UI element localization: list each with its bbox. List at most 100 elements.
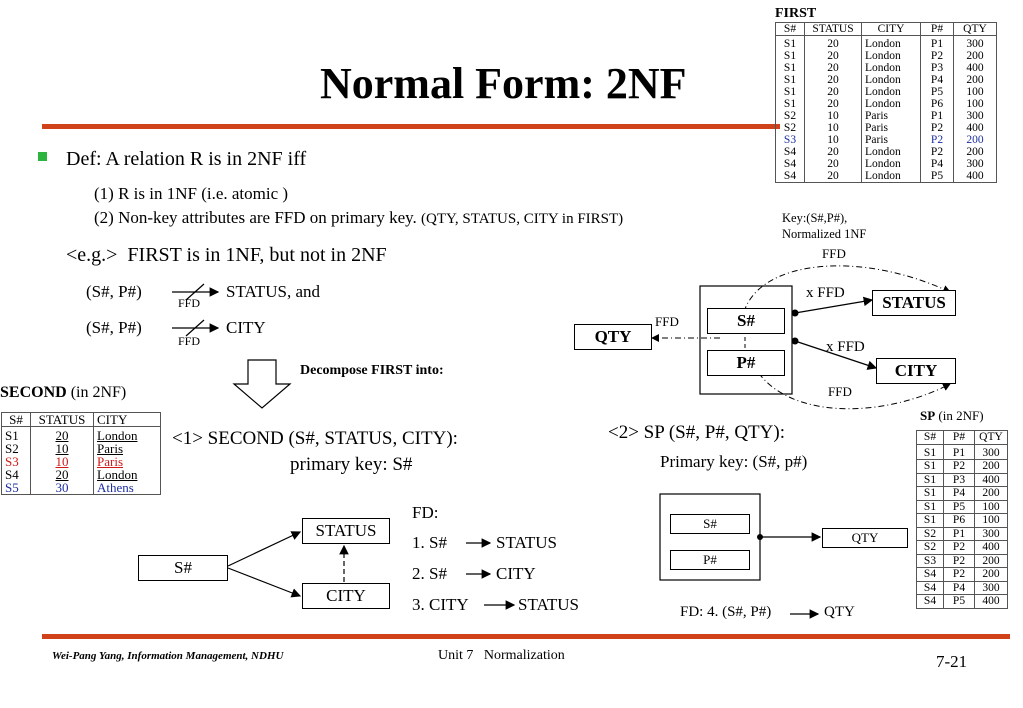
fd-left-1: (S#, P#)	[86, 282, 142, 301]
page-number: 7-21	[936, 652, 968, 671]
table-cell: S1	[916, 444, 944, 460]
sp-qty-box: QTY	[822, 528, 908, 548]
table-cell: P4	[943, 486, 975, 501]
table-cell: P2	[943, 459, 975, 474]
city-box: CITY	[876, 358, 956, 384]
ffd-label-1: FFD	[178, 296, 201, 310]
sp-s-box: S#	[670, 514, 750, 534]
key-group-box	[699, 285, 793, 395]
key-note-line2: Normalized 1NF	[782, 227, 867, 241]
example-text: <e.g.> FIRST is in 1NF, but not in 2NF	[66, 244, 387, 266]
col-header: STATUS	[804, 22, 862, 36]
table-cell: London	[861, 158, 921, 170]
table-cell: S3	[775, 134, 805, 146]
table-cell: 100	[974, 513, 1008, 528]
decompose-arrow-icon	[232, 359, 292, 409]
fd-right-2: CITY	[226, 318, 266, 337]
table-cell: P1	[943, 444, 975, 460]
table-cell: P4	[943, 581, 975, 595]
table-cell: S4	[916, 567, 944, 582]
definition-item-2: (2) Non-key attributes are FFD on primar…	[94, 208, 623, 228]
table-cell: P5	[943, 594, 975, 609]
table-cell: P3	[943, 473, 975, 487]
definition-text: Def: A relation R is in 2NF iff	[66, 148, 307, 170]
page-title: Normal Form: 2NF	[320, 59, 687, 108]
table-cell: 400	[953, 170, 997, 183]
footer-author: Wei-Pang Yang, Information Management, N…	[52, 650, 284, 662]
table-cell: S4	[916, 581, 944, 595]
table-cell: S2	[916, 527, 944, 541]
table-cell: 400	[974, 540, 1008, 555]
fd-left-2: (S#, P#)	[86, 318, 142, 337]
table-cell: 200	[974, 486, 1008, 501]
table-cell: S2	[775, 110, 805, 122]
sp-table-caption: SP (in 2NF)	[920, 408, 984, 424]
fd-list-2-left: 2. S#	[412, 564, 447, 583]
table-cell: P2	[943, 554, 975, 568]
col-header: CITY	[93, 412, 161, 427]
table-cell: S4	[1, 468, 31, 481]
qty-box: QTY	[574, 324, 652, 350]
table-cell: S1	[916, 459, 944, 474]
table-cell: S1	[916, 473, 944, 487]
decompose-label: Decompose FIRST into:	[300, 363, 444, 378]
table-cell: S4	[916, 594, 944, 609]
second-caption-name: SECOND	[0, 384, 67, 401]
second-s-box: S#	[138, 555, 228, 581]
table-cell: Paris	[861, 134, 921, 146]
col-header: S#	[916, 430, 944, 445]
table-cell: P6	[943, 513, 975, 528]
table-cell: S4	[775, 146, 805, 158]
table-cell: 100	[953, 98, 997, 110]
table-cell: 400	[974, 594, 1008, 609]
second-table-caption: SECOND (in 2NF)	[0, 384, 126, 402]
not-ffd-arrow	[172, 319, 220, 337]
table-cell: London	[861, 146, 921, 158]
second-city-box: CITY	[302, 583, 390, 609]
col-header: P#	[920, 22, 954, 36]
table-cell: S1	[916, 513, 944, 528]
col-header: STATUS	[30, 412, 94, 427]
table-cell: 300	[974, 444, 1008, 460]
second-desc-line2: primary key: S#	[290, 454, 413, 475]
table-cell: S1	[916, 500, 944, 514]
table-cell: 300	[953, 110, 997, 122]
sp-caption-name: SP	[920, 408, 936, 423]
table-cell: S2	[916, 540, 944, 555]
table-cell: S3	[916, 554, 944, 568]
title-divider	[42, 124, 780, 129]
table-cell: S4	[775, 158, 805, 170]
fd-list-1-left: 1. S#	[412, 533, 447, 552]
table-cell: London	[861, 50, 921, 62]
fd4-right: QTY	[824, 604, 855, 620]
table-cell: Paris	[93, 442, 161, 455]
table-cell: 400	[953, 62, 997, 74]
table-cell: London	[861, 62, 921, 74]
table-cell: 300	[974, 527, 1008, 541]
fd-list-1-right: STATUS	[496, 533, 557, 552]
footer-divider	[42, 634, 1010, 639]
sp-p-box: P#	[670, 550, 750, 570]
first-table-caption: FIRST	[775, 6, 817, 21]
table-cell: P5	[943, 500, 975, 514]
table-cell: 300	[974, 581, 1008, 595]
not-ffd-arrow	[172, 283, 220, 301]
